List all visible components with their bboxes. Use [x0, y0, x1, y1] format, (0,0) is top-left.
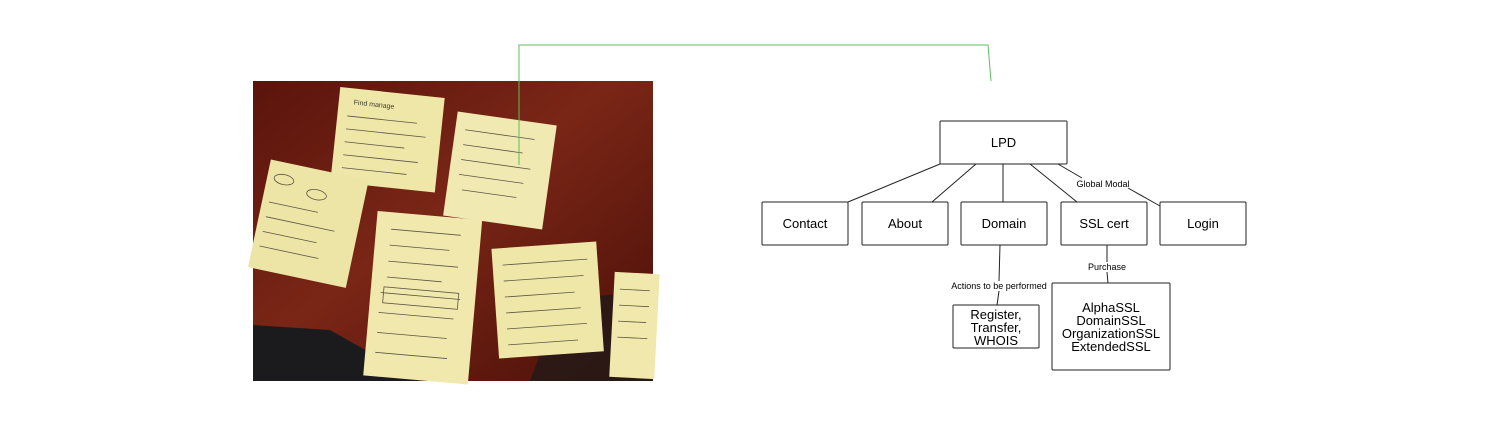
node-domain-label: Domain [982, 216, 1027, 231]
photo-to-diagram-connector [518, 44, 992, 165]
edge-label-actions: Actions to be performed [951, 281, 1047, 291]
sticky-note [248, 159, 369, 288]
edge-label-global-modal: Global Modal [1076, 179, 1129, 189]
node-login: Login [1159, 201, 1247, 246]
sticky-notes-photo: Find manage [248, 81, 660, 385]
svg-text:Find manage: Find manage [353, 100, 394, 111]
node-contact-label: Contact [783, 216, 828, 231]
sticky-note [363, 210, 483, 385]
node-domain-actions-line: WHOIS [974, 333, 1018, 348]
node-lpd: LPD [939, 120, 1068, 165]
sticky-note [609, 271, 660, 380]
node-ssl-product-line: AlphaSSL [1082, 300, 1140, 315]
node-ssl-product-line: DomainSSL [1076, 313, 1145, 328]
edge-label-purchase: Purchase [1088, 262, 1126, 272]
sticky-note [491, 241, 604, 359]
diagram-edges [847, 163, 1161, 306]
node-ssl-product-line: OrganizationSSL [1062, 326, 1160, 341]
node-ssl-cert-label: SSL cert [1079, 216, 1129, 231]
node-domain-actions: Register, Transfer, WHOIS [952, 304, 1040, 349]
node-ssl-products: AlphaSSL DomainSSL OrganizationSSL Exten… [1051, 282, 1171, 371]
node-lpd-label: LPD [991, 135, 1016, 150]
sticky-note [443, 111, 557, 230]
node-about-label: About [888, 216, 922, 231]
node-domain: Domain [960, 201, 1048, 246]
node-ssl-product-line: ExtendedSSL [1071, 339, 1151, 354]
node-ssl-cert: SSL cert [1060, 201, 1148, 246]
node-about: About [861, 201, 949, 246]
node-login-label: Login [1187, 216, 1219, 231]
node-domain-actions-line: Transfer, [971, 320, 1022, 335]
node-domain-actions-line: Register, [970, 307, 1021, 322]
sticky-note: Find manage [330, 87, 445, 193]
node-contact: Contact [761, 201, 849, 246]
